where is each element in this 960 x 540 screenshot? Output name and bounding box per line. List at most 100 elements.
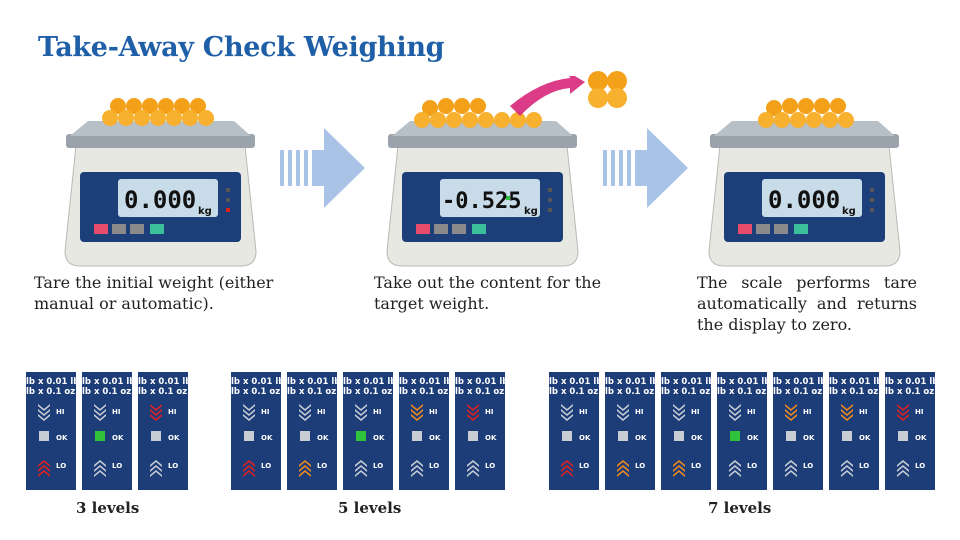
indicator-hi-label: HI (859, 408, 868, 416)
indicator-unit-line-2: lb x 0.1 oz (455, 387, 505, 397)
indicator-unit-line-1: lb x 0.01 lb (343, 377, 393, 387)
indicator-unit-line-2: lb x 0.1 oz (343, 387, 393, 397)
removal-arrow (510, 76, 585, 116)
indicator-lamps (243, 404, 255, 477)
indicator-ok-label: OK (373, 434, 385, 442)
indicator-hi-label: HI (485, 408, 494, 416)
indicator-lamps (841, 404, 853, 477)
indicator-unit-line-2: lb x 0.1 oz (773, 387, 823, 397)
indicator-lamps (897, 404, 909, 477)
indicator-unit-line-1: lb x 0.01 lb (717, 377, 767, 387)
indicator-unit-line-2: lb x 0.1 oz (399, 387, 449, 397)
indicator-unit-line-1: lb x 0.01 lb (231, 377, 281, 387)
indicator-lamps (673, 404, 685, 477)
indicator-hi-label: HI (635, 408, 644, 416)
step-3-caption: The scale performs tare automatically an… (697, 273, 917, 334)
indicator-lo-label: LO (261, 462, 272, 470)
indicator-lo-label: LO (747, 462, 758, 470)
group-label-5-levels: 5 levels (338, 499, 402, 517)
indicator-unit-line-2: lb x 0.1 oz (829, 387, 879, 397)
indicator-unit-line-2: lb x 0.1 oz (231, 387, 281, 397)
indicator-unit-line-1: lb x 0.01 lb (829, 377, 879, 387)
indicator-unit-line-1: lb x 0.01 lb (287, 377, 337, 387)
indicator-ok-label: OK (261, 434, 273, 442)
indicator-lo-label: LO (579, 462, 590, 470)
indicator-hi-label: HI (691, 408, 700, 416)
indicator-ok-label: OK (915, 434, 927, 442)
scale-unit-3: kg (842, 206, 856, 217)
indicator-hi-label: HI (429, 408, 438, 416)
indicator-lo-label: LO (691, 462, 702, 470)
indicator-ok-label: OK (168, 434, 180, 442)
indicator-unit-line-1: lb x 0.01 lb (138, 377, 188, 387)
indicator-lamps (617, 404, 629, 477)
balls-on-pan (758, 98, 854, 128)
indicator-unit-line-1: lb x 0.01 lb (82, 377, 132, 387)
indicator-unit-line-1: lb x 0.01 lb (885, 377, 935, 387)
indicator-unit-line-1: lb x 0.01 lb (399, 377, 449, 387)
indicator-unit-line-2: lb x 0.1 oz (885, 387, 935, 397)
indicator-lamps (299, 404, 311, 477)
indicator-ok-label: OK (803, 434, 815, 442)
indicator-lo-label: LO (859, 462, 870, 470)
indicator-unit-line-1: lb x 0.01 lb (549, 377, 599, 387)
indicator-hi-label: HI (373, 408, 382, 416)
process-arrow-1 (280, 128, 365, 208)
balls-on-pan (414, 98, 542, 128)
indicator-unit-line-1: lb x 0.01 lb (605, 377, 655, 387)
indicator-lamps (729, 404, 741, 477)
indicator-lo-label: LO (803, 462, 814, 470)
indicator-hi-label: HI (747, 408, 756, 416)
indicator-lo-label: LO (56, 462, 67, 470)
indicator-lamps (467, 404, 479, 477)
indicator-unit-line-2: lb x 0.1 oz (605, 387, 655, 397)
scale-unit-2: kg (524, 206, 538, 217)
page-title: Take-Away Check Weighing (38, 32, 445, 63)
indicator-lo-label: LO (168, 462, 179, 470)
indicator-hi-label: HI (112, 408, 121, 416)
process-arrow-2 (603, 128, 688, 208)
group-label-7-levels: 7 levels (708, 499, 772, 517)
indicator-ok-label: OK (485, 434, 497, 442)
scale-body (386, 121, 579, 267)
indicator-ok-label: OK (747, 434, 759, 442)
indicator-unit-line-2: lb x 0.1 oz (549, 387, 599, 397)
indicator-ok-label: OK (691, 434, 703, 442)
indicator-lamps (785, 404, 797, 477)
scale-image-step-1: 0.000 kg (64, 98, 257, 267)
indicator-lo-label: LO (429, 462, 440, 470)
indicator-lamps (355, 404, 367, 477)
removed-balls (588, 71, 627, 108)
indicator-unit-line-2: lb x 0.1 oz (661, 387, 711, 397)
scale-unit-1: kg (198, 206, 212, 217)
indicator-hi-label: HI (168, 408, 177, 416)
indicator-hi-label: HI (317, 408, 326, 416)
indicator-hi-label: HI (261, 408, 270, 416)
scale-display-3: 0.000 (768, 186, 840, 214)
indicator-ok-label: OK (429, 434, 441, 442)
indicator-unit-line-1: lb x 0.01 lb (773, 377, 823, 387)
step-2-caption: Take out the content for the target weig… (374, 273, 602, 313)
scale-display-2: -0.525 (442, 189, 521, 214)
scale-display-1: 0.000 (124, 186, 196, 214)
indicator-ok-label: OK (635, 434, 647, 442)
indicator-hi-label: HI (915, 408, 924, 416)
indicator-unit-line-1: lb x 0.01 lb (26, 377, 76, 387)
indicator-unit-line-2: lb x 0.1 oz (26, 387, 76, 397)
indicator-lo-label: LO (112, 462, 123, 470)
indicator-unit-line-1: lb x 0.01 lb (455, 377, 505, 387)
indicator-lo-label: LO (485, 462, 496, 470)
indicator-lamps (38, 404, 50, 477)
